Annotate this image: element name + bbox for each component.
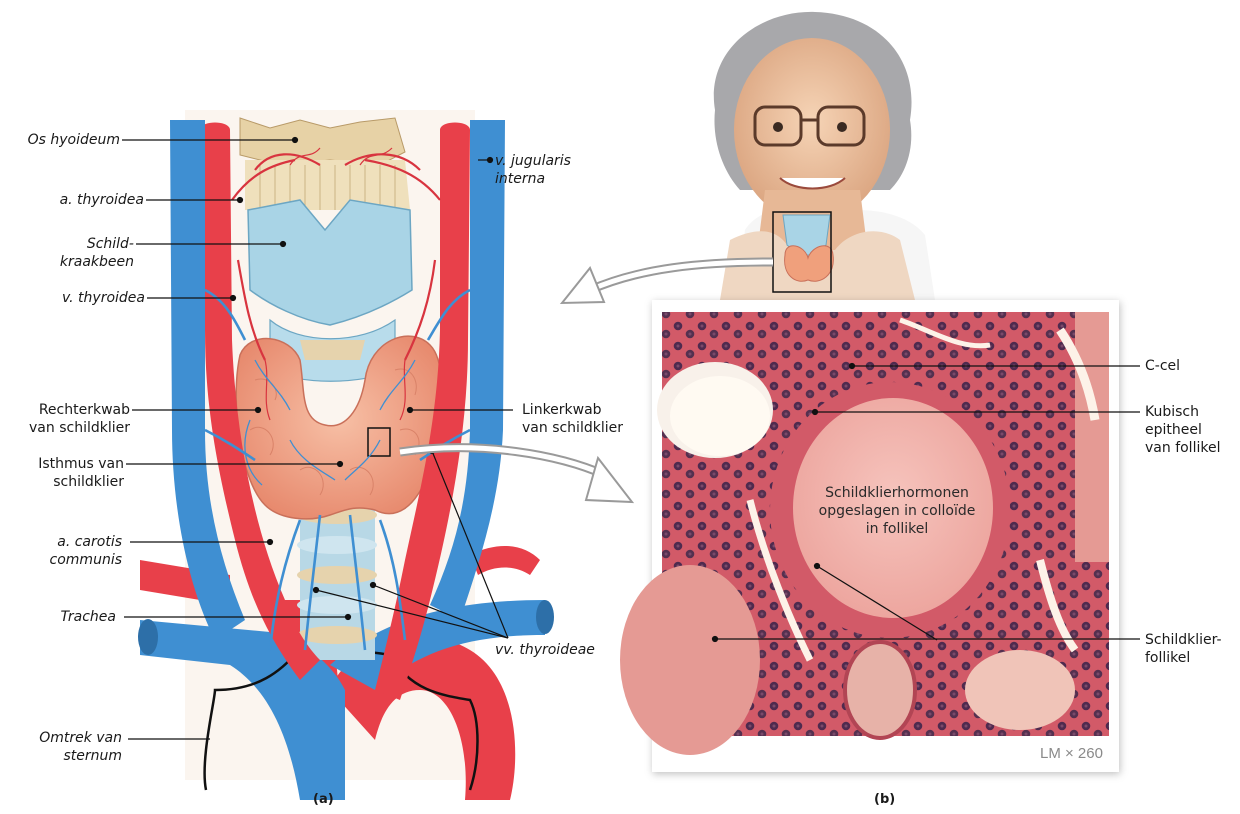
label-trachea: Trachea (60, 608, 116, 626)
label-v-jugularis-interna: v. jugularis interna (495, 152, 571, 188)
label-schildklierfollikel: Schildklier- follikel (1145, 631, 1222, 667)
label-line: Rechterkwab (29, 401, 130, 419)
label-line: interna (495, 170, 571, 188)
label-line: van follikel (1145, 439, 1220, 457)
label-line: opgeslagen in colloïde (812, 502, 982, 520)
label-line: van schildklier (522, 419, 623, 437)
caption-a: (a) (313, 792, 334, 807)
label-line: communis (50, 551, 122, 569)
label-linkerkwab: Linkerkwab van schildklier (522, 401, 623, 437)
label-line: Schild- (60, 235, 134, 253)
label-c-cel: C-cel (1145, 357, 1180, 375)
label-schildklierhormonen: Schildklierhormonen opgeslagen in colloï… (812, 484, 982, 538)
label-line: Schildklier- (1145, 631, 1222, 649)
label-line: Omtrek van (39, 729, 122, 747)
label-line: Isthmus van (38, 455, 124, 473)
label-line: Linkerkwab (522, 401, 623, 419)
label-os-hyoideum: Os hyoideum (28, 131, 120, 149)
label-a-thyroidea: a. thyroidea (60, 191, 144, 209)
label-v-thyroidea: v. thyroidea (62, 289, 145, 307)
magnification-label: LM × 260 (1040, 745, 1103, 763)
portrait (714, 12, 935, 300)
label-a-carotis-communis: a. carotis communis (50, 533, 122, 569)
label-line: epitheel (1145, 421, 1220, 439)
label-kubisch-epitheel: Kubisch epitheel van follikel (1145, 403, 1220, 457)
label-line: Kubisch (1145, 403, 1220, 421)
anatomy-drawing (138, 110, 554, 800)
caption-b: (b) (874, 792, 895, 807)
label-rechterkwab: Rechterkwab van schildklier (29, 401, 130, 437)
label-isthmus: Isthmus van schildklier (38, 455, 124, 491)
label-line: in follikel (812, 520, 982, 538)
label-line: Schildklierhormonen (812, 484, 982, 502)
label-line: follikel (1145, 649, 1222, 667)
label-line: v. jugularis (495, 152, 571, 170)
label-line: sternum (39, 747, 122, 765)
label-omtrek-van-sternum: Omtrek van sternum (39, 729, 122, 765)
label-line: schildklier (38, 473, 124, 491)
label-vv-thyroideae: vv. thyroideae (495, 641, 595, 659)
label-line: kraakbeen (60, 253, 134, 271)
label-line: van schildklier (29, 419, 130, 437)
label-line: a. carotis (50, 533, 122, 551)
label-schildkraakbeen: Schild- kraakbeen (60, 235, 134, 271)
